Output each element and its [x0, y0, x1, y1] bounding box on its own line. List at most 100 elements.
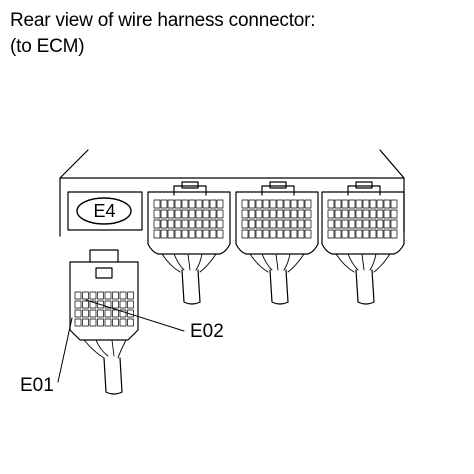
harness-bundle — [355, 269, 375, 303]
side-connector-latch — [89, 249, 119, 263]
connector-pin-cavity — [153, 209, 161, 219]
harness-wire — [261, 253, 273, 271]
side-harness-wire — [117, 339, 127, 359]
side-connector-pin-cavity — [82, 291, 89, 300]
connector-pin-cavity — [362, 219, 370, 229]
connector-pin-cavity — [290, 219, 298, 229]
harness-wire — [369, 253, 377, 271]
connector-pin-cavity — [160, 199, 168, 209]
connector-pin-cavity — [241, 229, 249, 239]
connector-pin-cavity — [297, 199, 305, 209]
connector-pin-cavity — [167, 219, 175, 229]
connector-pin-cavity — [390, 209, 398, 219]
connector-pin-cavity — [241, 209, 249, 219]
connector-pin-cavity — [362, 229, 370, 239]
connector-pin-cavity — [241, 199, 249, 209]
side-connector-pin-cavity — [74, 318, 82, 327]
connector-pin-cavity — [167, 229, 175, 239]
connector-pin-cavity — [195, 229, 203, 239]
connector-pin-cavity — [355, 199, 363, 209]
side-connector-pin-cavity — [112, 309, 119, 318]
connector-pin-cavity — [297, 209, 305, 219]
connector-pin-cavity — [269, 229, 277, 239]
connector-pin-cavity — [216, 209, 224, 219]
side-harness-wire — [83, 339, 105, 359]
ecm-connector-label: E4 — [93, 201, 116, 221]
connector-pin-cavity — [255, 229, 263, 239]
e4-badge-frame — [67, 191, 143, 231]
connector-pin-cavity — [216, 199, 224, 209]
side-connector-pin-cavity — [74, 291, 82, 300]
connector-pin-cavity — [376, 229, 384, 239]
connector-pin-cavity — [355, 219, 363, 229]
harness-wire — [347, 253, 359, 271]
harness-wire — [249, 253, 269, 273]
connector-pin-cavity — [369, 209, 377, 219]
side-connector-pin-cavity — [104, 300, 112, 309]
side-connector-pin-cavity — [119, 309, 127, 318]
connector-pin-cavity — [174, 209, 182, 219]
connector-pin-cavity — [327, 209, 335, 219]
connector-pin-cavity — [195, 199, 203, 209]
side-connector-pin-cavity — [82, 309, 89, 318]
ecm-connector-block-3 — [321, 181, 405, 305]
connector-pin-cavity — [248, 199, 256, 209]
connector-pin-cavity — [376, 199, 384, 209]
side-connector-pin-cavity — [97, 318, 104, 327]
diagram-caption: Rear view of wire harness connector: (to… — [10, 8, 316, 60]
side-connector-pin-cavity — [82, 300, 89, 309]
side-harness-bundle-end — [105, 391, 123, 395]
side-connector-pin-cavity — [119, 291, 127, 300]
harness-wire — [195, 253, 203, 271]
connector-pin-cavity — [269, 199, 277, 209]
connector-pin-cavity — [153, 229, 161, 239]
connector-pin-cavity — [174, 199, 182, 209]
connector-latch — [173, 185, 207, 196]
harness-bundle-end — [183, 301, 201, 305]
connector-body — [321, 191, 405, 255]
connector-pin-cavity — [216, 219, 224, 229]
harness-wire — [373, 253, 391, 273]
side-connector-pin-cavity — [119, 318, 127, 327]
connector-pin-cavity — [334, 209, 342, 219]
connector-body — [235, 191, 319, 255]
connector-pin-cavity — [160, 229, 168, 239]
connector-pin-cavity — [195, 219, 203, 229]
connector-pin-cavity — [276, 199, 284, 209]
connector-pin-cavity — [202, 229, 210, 239]
connector-pin-cavity — [255, 199, 263, 209]
connector-latch — [347, 185, 381, 196]
connector-pin-cavity — [174, 229, 182, 239]
harness-bundle — [181, 269, 201, 303]
connector-pin-cavity — [160, 209, 168, 219]
side-connector-pin-cavity — [74, 300, 82, 309]
connector-pin-cavity — [348, 209, 356, 219]
e01-leader-line — [57, 317, 73, 383]
harness-wire — [361, 253, 365, 271]
connector-pin-cavity — [188, 219, 196, 229]
connector-pin-cavity — [209, 199, 217, 209]
side-connector-pin-cavity — [127, 291, 134, 300]
side-connector-pin-cavity — [89, 309, 97, 318]
connector-pin-cavity — [341, 229, 349, 239]
connector-pin-cavity — [390, 229, 398, 239]
connector-pin-cavity — [195, 209, 203, 219]
side-harness-bundle — [103, 357, 123, 393]
side-connector-pin-cavity — [112, 318, 119, 327]
connector-pin-cavity — [297, 219, 305, 229]
connector-pin-cavity — [376, 219, 384, 229]
side-connector-pin-cavity — [112, 291, 119, 300]
connector-pin-cavity — [327, 219, 335, 229]
connector-body — [147, 191, 231, 255]
side-connector-pin-cavity — [104, 309, 112, 318]
e02-leader-line — [85, 299, 185, 332]
connector-latch-tab — [181, 181, 199, 189]
connector-pin-cavity — [290, 199, 298, 209]
connector-pin-cavity — [348, 229, 356, 239]
side-connector-pin-cavity — [97, 291, 104, 300]
connector-pin-cavity — [181, 229, 189, 239]
ecm-connector-block-2 — [235, 181, 319, 305]
connector-pin-cavity — [383, 199, 391, 209]
harness-wire — [161, 253, 181, 273]
connector-pin-cavity — [188, 229, 196, 239]
